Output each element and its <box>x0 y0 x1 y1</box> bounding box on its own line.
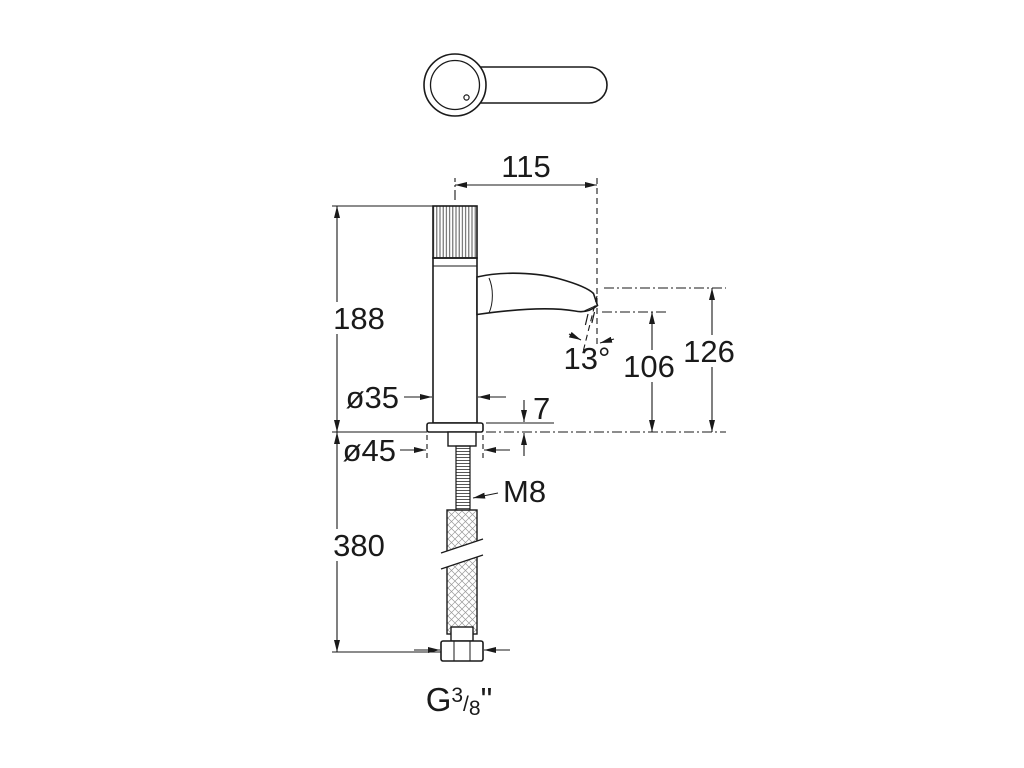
dim-label-outlet-height-106: 106 <box>623 349 675 384</box>
connection-suffix: " <box>481 681 493 718</box>
dim-label-height-188: 188 <box>333 301 385 336</box>
hose-break-line-1 <box>440 538 484 554</box>
connection-denominator: 8 <box>469 697 481 720</box>
dim-label-spout-reach: 115 <box>501 149 550 184</box>
dim-label-connection-thread: G3/8" <box>426 681 493 720</box>
flexible-hose <box>446 509 478 635</box>
spout <box>476 272 599 316</box>
dimension-labels: 115 188 380 ø35 7 ø45 13° 106 126 M8 G3/… <box>333 149 735 720</box>
handle-ring-outer <box>423 53 487 117</box>
fixing-stud-m8 <box>455 445 471 511</box>
dim-label-stud-thread: M8 <box>503 474 546 509</box>
dim-label-body-diameter: ø35 <box>346 380 399 415</box>
arrow-m8-leader <box>472 492 499 499</box>
dim-label-hose-380: 380 <box>333 528 385 563</box>
connector-nut <box>440 640 484 662</box>
water-dash-2 <box>591 311 596 324</box>
handle-screw-dot <box>463 94 470 101</box>
base-flange <box>426 422 484 433</box>
dim-label-flange-height: 7 <box>533 391 550 426</box>
faucet-body <box>432 257 478 424</box>
hose-break-line-2 <box>440 554 484 570</box>
water-dash-1 <box>584 313 589 326</box>
dimension-lines <box>332 178 726 654</box>
spout-root-collar <box>488 277 493 314</box>
base-collar <box>447 431 477 447</box>
connection-numerator: 3 <box>451 684 463 707</box>
dim-label-spout-angle: 13° <box>564 341 611 376</box>
hose-end-collar <box>450 626 474 642</box>
connection-prefix: G <box>426 681 452 718</box>
hose-break-mask <box>441 539 483 569</box>
knurled-cap <box>432 205 478 259</box>
connection-slash: / <box>463 693 469 716</box>
handle-ring-inner <box>429 59 481 111</box>
arrow-angle-right <box>599 336 615 344</box>
dim-label-overall-height-126: 126 <box>683 334 735 369</box>
faucet-elevation <box>426 205 599 662</box>
dim-label-flange-diameter: ø45 <box>343 433 396 468</box>
arrow-angle-left <box>568 331 582 341</box>
label-backgrounds <box>330 302 737 561</box>
handle-top-view <box>423 53 608 117</box>
